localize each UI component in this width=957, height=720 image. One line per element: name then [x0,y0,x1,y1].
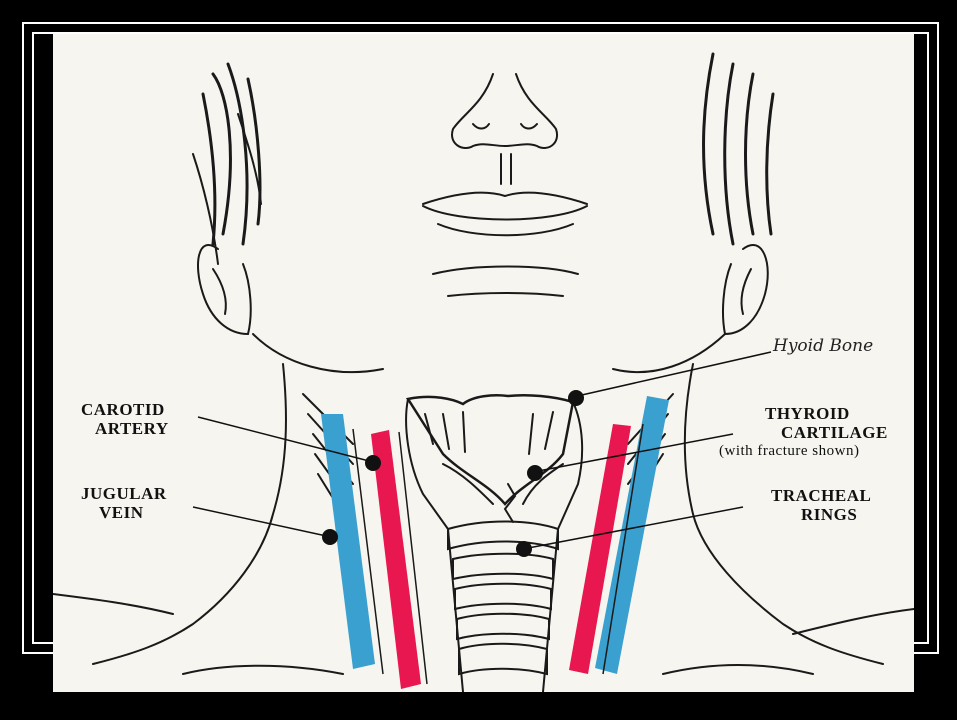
tracheal-rings-label: TRACHEAL RINGS [771,486,871,524]
carotid-label-line1: CAROTID [81,400,169,419]
carotid-pointer-dot [365,455,381,471]
jugular-leader-line [193,507,331,537]
tracheal-label-line1: TRACHEAL [771,486,871,505]
jugular-vein-label: JUGULAR VEIN [81,484,167,522]
diagram-canvas: CAROTID ARTERY JUGULAR VEIN Hyoid Bone T… [53,34,914,692]
tracheal-label-line2: RINGS [771,505,871,524]
jugular-label-line2: VEIN [81,503,167,522]
jugular-pointer-dot [322,529,338,545]
thyroid-pointer-dot [527,465,543,481]
jugular-label-line1: JUGULAR [81,484,167,503]
carotid-label-line2: ARTERY [81,419,169,438]
thyroid-label-line3: (with fracture shown) [719,442,888,461]
thyroid-cartilage-label: THYROID CARTILAGE (with fracture shown) [765,404,888,461]
neck-anatomy-illustration [53,34,914,692]
carotid-artery-label: CAROTID ARTERY [81,400,169,438]
thyroid-label-line2: CARTILAGE [765,423,888,442]
thyroid-label-line1: THYROID [765,404,888,423]
hyoid-bone-label: Hyoid Bone [773,336,873,356]
hyoid-leader-line [573,352,771,397]
tracheal-pointer-dot [516,541,532,557]
hyoid-pointer-dot [568,390,584,406]
